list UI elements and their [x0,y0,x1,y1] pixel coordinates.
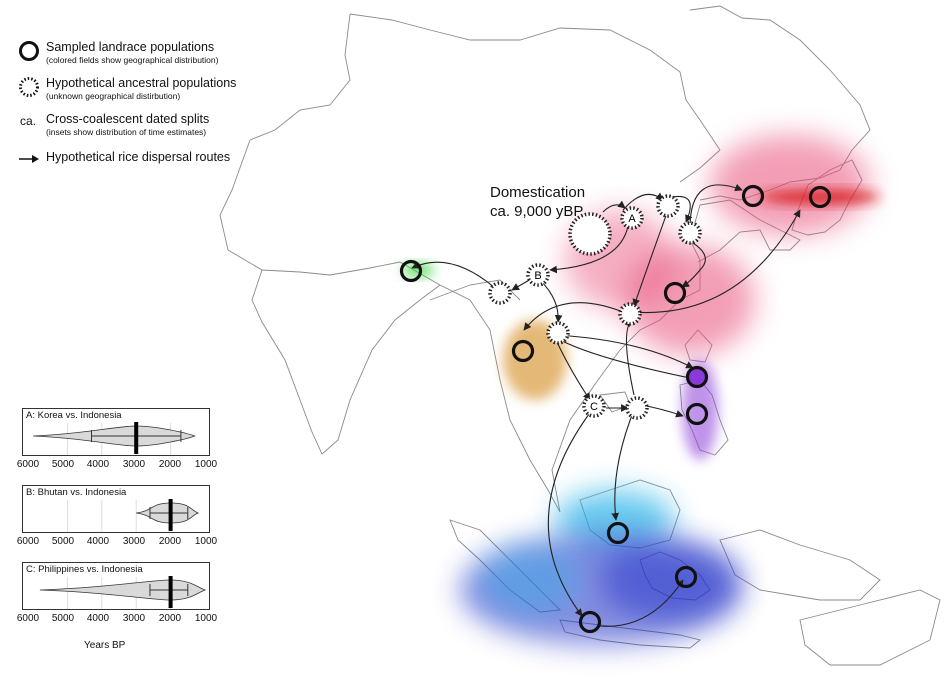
tick: 1000 [194,459,218,470]
sample-laos [511,339,535,363]
inset-c-axis: 6000 5000 4000 3000 2000 1000 [16,613,218,625]
tick: 2000 [158,459,182,470]
legend-dated-symbol: ca. [20,114,37,128]
legend: Sampled landrace populations (colored fi… [18,38,318,182]
sample-sulawesi [674,565,698,589]
dispersal-routes [411,183,801,627]
legend-dated-label: Cross-coalescent dated splits [46,112,210,126]
domestication-date: ca. 9,000 yBP [490,203,584,220]
legend-item-sampled: Sampled landrace populations (colored fi… [18,38,318,74]
arrow-icon [19,155,39,163]
tick: 5000 [51,536,75,547]
legend-routes-label: Hypothetical rice dispersal routes [46,150,231,164]
legend-item-routes: Hypothetical rice dispersal routes [18,146,318,182]
tick: 6000 [16,459,40,470]
ancestor-domestication [568,212,612,256]
legend-hypothetical-label: Hypothetical ancestral populations [46,76,237,90]
domestication-title: Domestication [490,184,586,201]
tick: 5000 [51,613,75,624]
sample-java [578,610,602,634]
legend-sampled-note: (colored fields show geographical distri… [46,55,219,65]
sample-china [663,281,687,305]
inset-c-violin [39,576,207,609]
distribution-fields [402,135,880,645]
node-label-c: C [590,401,598,413]
sample-philippines-north [685,365,709,389]
sample-philippines-south [685,402,709,426]
solid-circle-icon [19,41,39,61]
violin-shape [39,579,207,601]
tick: 4000 [86,536,110,547]
inset-a-title: A: Korea vs. Indonesia [26,410,122,421]
legend-item-hypothetical: Hypothetical ancestral populations (unkn… [18,74,318,110]
tick: 1000 [194,613,218,624]
tick: 2000 [158,613,182,624]
inset-c: C: Philippines vs. Indonesia [22,562,210,610]
legend-hypothetical-note: (unknown geographical distirbution) [46,91,181,101]
tick: 4000 [86,459,110,470]
sample-borneo [606,521,630,545]
tick: 6000 [16,613,40,624]
sample-bhutan [399,259,423,283]
inset-a-axis: 6000 5000 4000 3000 2000 1000 [16,459,218,471]
inset-a-violin [32,422,196,455]
years-axis-label: Years BP [84,640,126,651]
tick: 4000 [86,613,110,624]
tick: 3000 [122,459,146,470]
inset-b-title: B: Bhutan vs. Indonesia [26,487,127,498]
split-node-labels: A B C [534,213,636,413]
node-label-a: A [628,213,636,225]
sample-japan [808,185,832,209]
inset-b: B: Bhutan vs. Indonesia [22,485,210,533]
ancestral-populations [488,194,702,420]
sample-korea [741,184,765,208]
inset-c-title: C: Philippines vs. Indonesia [26,564,143,575]
tick: 2000 [158,536,182,547]
tick: 3000 [122,536,146,547]
tick: 5000 [51,459,75,470]
inset-b-axis: 6000 5000 4000 3000 2000 1000 [16,536,218,548]
legend-dated-note: (insets show distribution of time estima… [46,127,207,137]
inset-a: A: Korea vs. Indonesia [22,408,210,456]
tick: 1000 [194,536,218,547]
inset-b-violin [66,499,200,532]
legend-sampled-label: Sampled landrace populations [46,40,215,54]
node-label-b: B [534,270,541,282]
legend-item-dated: ca. Cross-coalescent dated splits (inset… [18,110,318,146]
sampled-populations [399,184,832,634]
dotted-circle-icon [19,77,39,97]
tick: 6000 [16,536,40,547]
tick: 3000 [122,613,146,624]
